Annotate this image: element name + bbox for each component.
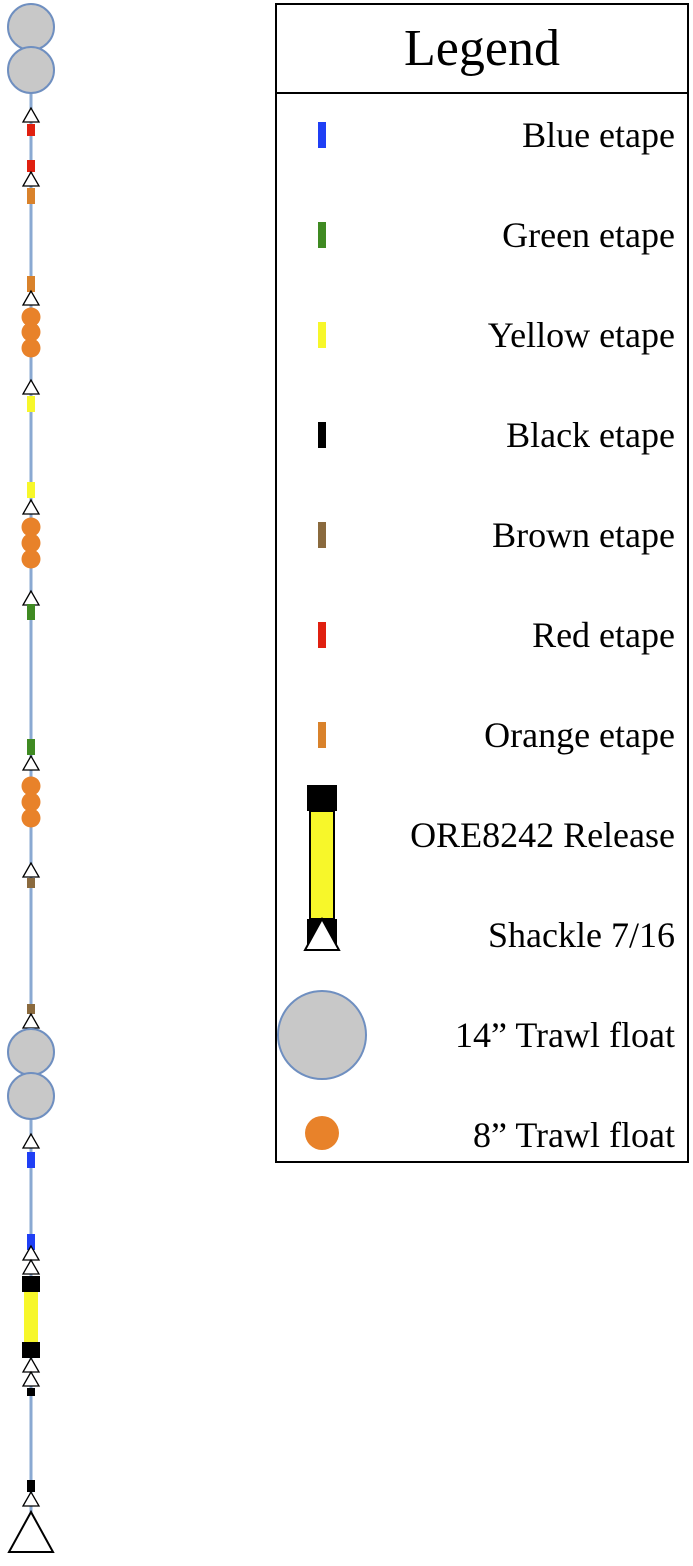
legend-row-yellow-etape: Yellow etape (277, 285, 687, 385)
shackle-marker (21, 1258, 41, 1275)
legend-small-float-symbol (305, 1116, 339, 1150)
small-float (21, 549, 41, 569)
etape-marker (27, 1480, 35, 1492)
legend-large-float-symbol (277, 990, 367, 1080)
small-float (21, 533, 41, 553)
legend-etape-swatch (318, 522, 326, 548)
anchor-shackle (7, 1509, 55, 1553)
brown-etape-icon (318, 522, 326, 548)
small-float (21, 808, 41, 828)
shackle-icon (303, 916, 341, 951)
legend-label: ORE8242 Release (410, 815, 675, 855)
etape-marker (27, 160, 35, 172)
release-cap-bottom (22, 1342, 40, 1358)
small-float (21, 792, 41, 812)
release-icon (307, 785, 337, 945)
etape-marker (27, 396, 35, 412)
shackle-marker (21, 1356, 41, 1373)
shackle-marker (21, 378, 41, 395)
legend-etape-swatch (318, 322, 326, 348)
small-float (21, 517, 41, 537)
legend-label: Green etape (502, 215, 675, 255)
legend-label: 14” Trawl float (455, 1015, 675, 1055)
legend-title-row: Legend (277, 5, 687, 94)
legend-row-release: ORE8242 Release (277, 785, 687, 945)
shackle-marker (21, 106, 41, 123)
legend-row-blue-etape: Blue etape (277, 85, 687, 185)
legend-label: Blue etape (522, 115, 675, 155)
release-cap-top (22, 1276, 40, 1292)
large-float (7, 46, 55, 94)
etape-marker (27, 1388, 35, 1396)
red-etape-icon (318, 622, 326, 648)
shackle-marker (21, 1370, 41, 1387)
legend-etape-swatch (318, 722, 326, 748)
large-float (7, 1072, 55, 1120)
small-float (21, 307, 41, 327)
release-body (24, 1292, 38, 1342)
large-float (7, 3, 55, 51)
large-float (7, 1028, 55, 1076)
etape-marker (27, 604, 35, 620)
shackle-marker (21, 289, 41, 306)
legend-row-brown-etape: Brown etape (277, 485, 687, 585)
legend-row-orange-etape: Orange etape (277, 685, 687, 785)
legend-label: Red etape (532, 615, 675, 655)
legend-row-small-float: 8” Trawl float (277, 1085, 687, 1185)
legend-label: Yellow etape (487, 315, 675, 355)
legend-etape-swatch (318, 622, 326, 648)
legend-etape-swatch (318, 222, 326, 248)
small-float (21, 776, 41, 796)
legend-label: Orange etape (484, 715, 675, 755)
etape-marker (27, 1004, 35, 1014)
etape-marker (27, 1152, 35, 1168)
legend-row-large-float: 14” Trawl float (277, 985, 687, 1085)
legend-release-cap-top (307, 785, 337, 811)
legend-row-red-etape: Red etape (277, 585, 687, 685)
etape-marker (27, 878, 35, 888)
legend-row-black-etape: Black etape (277, 385, 687, 485)
small-float (21, 338, 41, 358)
blue-etape-icon (318, 122, 326, 148)
legend-etape-swatch (318, 422, 326, 448)
small-float-icon (305, 1116, 339, 1150)
shackle-marker (21, 1244, 41, 1261)
green-etape-icon (318, 222, 326, 248)
legend-release-body (309, 810, 335, 920)
legend-label: 8” Trawl float (473, 1115, 675, 1155)
legend-shackle-symbol (303, 916, 341, 951)
etape-marker (27, 482, 35, 498)
shackle-marker (21, 1012, 41, 1029)
shackle-marker (21, 861, 41, 878)
black-etape-icon (318, 422, 326, 448)
large-float-icon (277, 990, 367, 1080)
shackle-marker (21, 1490, 41, 1507)
orange-etape-icon (318, 722, 326, 748)
shackle-marker (21, 589, 41, 606)
yellow-etape-icon (318, 322, 326, 348)
etape-marker (27, 124, 35, 136)
legend-label: Black etape (506, 415, 675, 455)
small-float (21, 322, 41, 342)
legend-label: Shackle 7/16 (488, 915, 675, 955)
legend-row-shackle: Shackle 7/16 (277, 885, 687, 985)
legend-box: Legend Blue etape Green etape Yellow eta… (275, 3, 689, 1163)
shackle-marker (21, 1132, 41, 1149)
etape-marker (27, 276, 35, 292)
shackle-marker (21, 170, 41, 187)
legend-etape-swatch (318, 122, 326, 148)
etape-marker (27, 739, 35, 755)
etape-marker (27, 188, 35, 204)
legend-label: Brown etape (492, 515, 675, 555)
mooring-diagram (7, 3, 55, 1553)
shackle-marker (21, 498, 41, 515)
shackle-marker (21, 754, 41, 771)
legend-row-green-etape: Green etape (277, 185, 687, 285)
legend-title: Legend (404, 19, 560, 77)
etape-marker (27, 1234, 35, 1250)
